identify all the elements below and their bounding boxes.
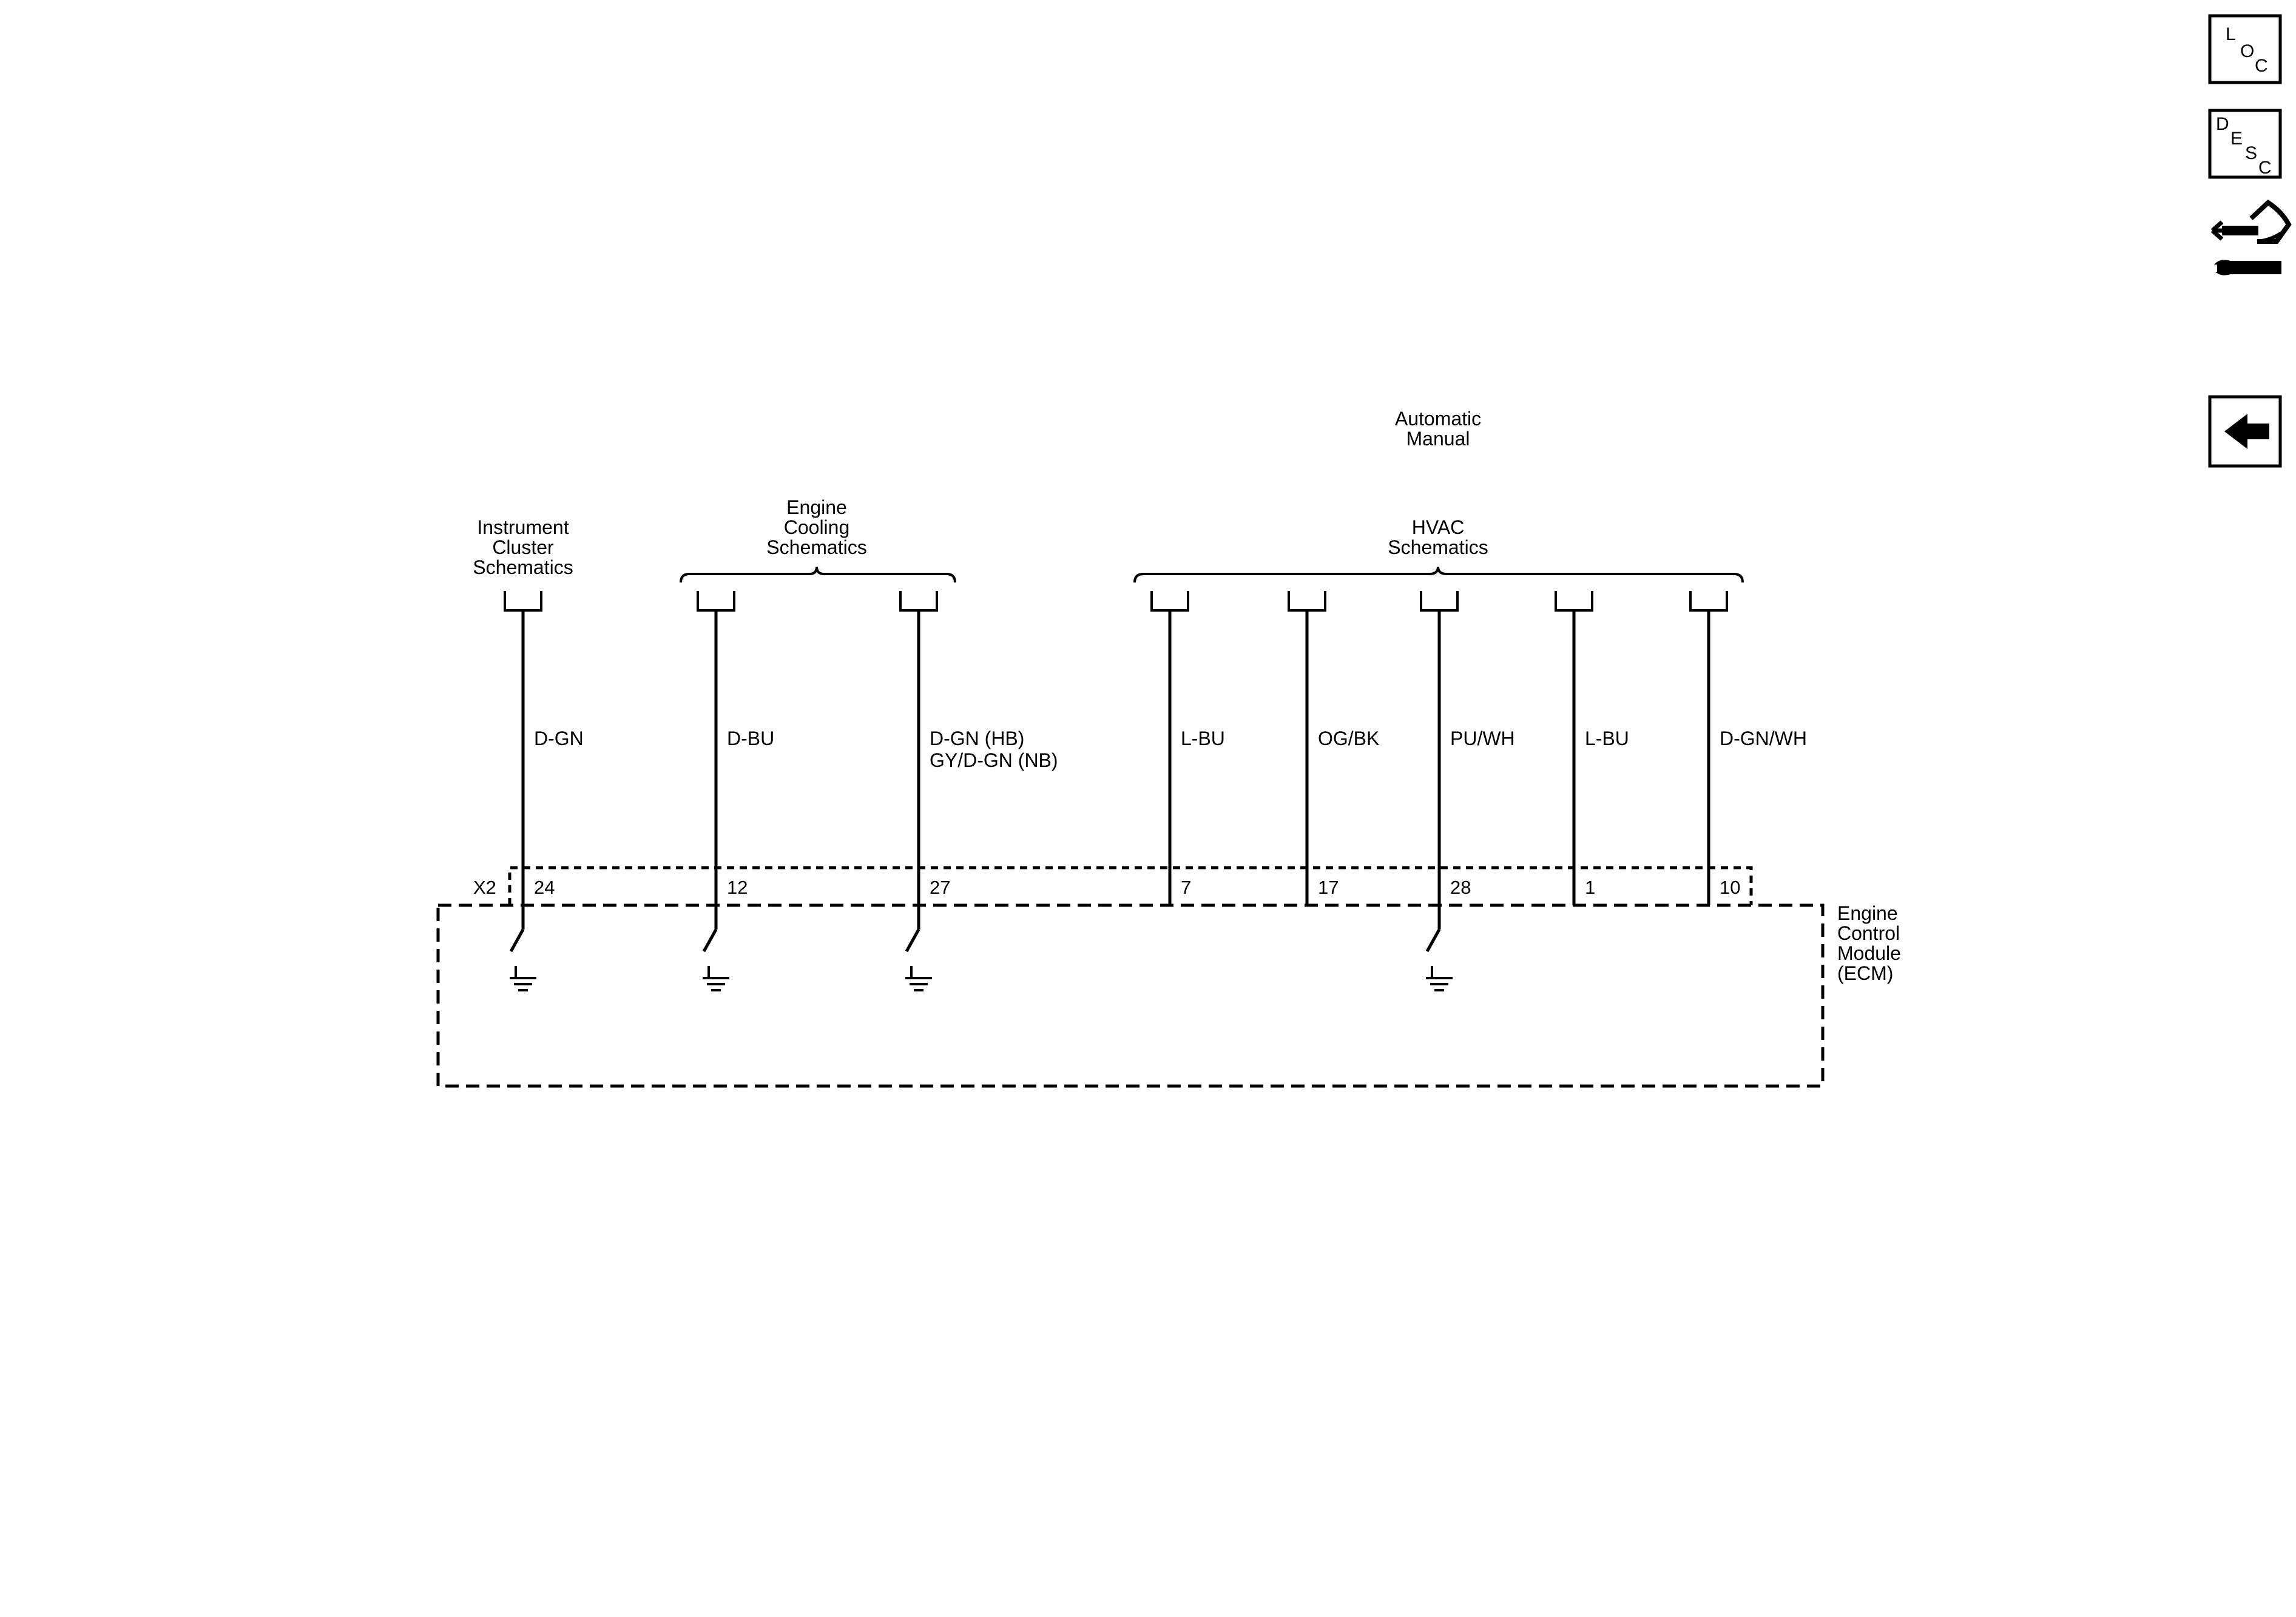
ground-icon <box>703 966 729 991</box>
description-button[interactable]: D E S C <box>2208 109 2282 179</box>
wire-color-label: OG/BK <box>1318 727 1379 749</box>
pin-number: 17 <box>1318 877 1339 898</box>
hvac-label: HVAC Schematics <box>1388 516 1488 558</box>
engine-cooling-label: Engine Cooling Schematics <box>766 496 866 558</box>
ground-icon <box>510 966 536 991</box>
svg-text:Engine: Engine <box>786 496 847 518</box>
svg-text:S: S <box>2245 143 2257 163</box>
svg-text:Automatic: Automatic <box>1395 408 1481 430</box>
svg-text:HVAC: HVAC <box>1412 516 1465 538</box>
ground-icon <box>1426 966 1453 991</box>
ecm-module-outline <box>436 903 1825 1088</box>
switch-icon <box>702 928 718 953</box>
pin-number: 7 <box>1181 877 1191 898</box>
terminal-icon <box>1288 591 1326 612</box>
svg-text:Schematics: Schematics <box>473 556 573 578</box>
ground-icon <box>905 966 932 991</box>
wire-color-label: D-GN/WH <box>1720 727 1807 749</box>
pin-number: 12 <box>727 877 748 898</box>
svg-text:Engine: Engine <box>1837 902 1898 924</box>
instrument-cluster-label: Instrument Cluster Schematics <box>473 516 573 578</box>
svg-text:D: D <box>2216 114 2229 134</box>
wire-color-label: L-BU <box>1585 727 1629 749</box>
wire-color-label: D-GN <box>534 727 584 749</box>
pin-number: 28 <box>1450 877 1471 898</box>
wire-color-label: L-BU <box>1181 727 1225 749</box>
circuit-12: D-BU 12 <box>697 591 774 991</box>
circuit-24: D-GN 24 <box>504 591 584 991</box>
terminal-icon <box>1689 591 1728 612</box>
svg-text:C: C <box>2258 158 2272 178</box>
svg-text:Control: Control <box>1837 922 1900 944</box>
switch-icon <box>509 928 525 953</box>
terminal-icon <box>1420 591 1459 612</box>
pin-number: 1 <box>1585 877 1595 898</box>
circuit-28: PU/WH 28 <box>1420 591 1515 991</box>
hvac-options-label: Automatic Manual <box>1395 408 1481 450</box>
switch-icon <box>905 928 920 953</box>
terminal-icon <box>899 591 938 612</box>
pin-number: 27 <box>930 877 950 898</box>
back-arrow-icon[interactable] <box>2208 395 2282 468</box>
svg-text:C: C <box>2255 56 2268 76</box>
svg-text:Schematics: Schematics <box>766 536 866 558</box>
switch-icon <box>1425 928 1441 953</box>
svg-text:Manual: Manual <box>1406 428 1470 450</box>
wire-color-label: D-BU <box>727 727 774 749</box>
ecm-module-label: Engine Control Module (ECM) <box>1837 902 1901 984</box>
hvac-brace <box>1133 566 1744 583</box>
connector-x2-label: X2 <box>473 877 496 898</box>
location-button[interactable]: L O C <box>2208 14 2282 84</box>
circuit-17: OG/BK 17 <box>1288 591 1379 905</box>
wire-color-label: GY/D-GN (NB) <box>930 749 1058 771</box>
circuit-27: D-GN (HB)GY/D-GN (NB) 27 <box>899 591 1058 991</box>
wire-color-label: PU/WH <box>1450 727 1515 749</box>
connector-x2-outline <box>508 866 1753 905</box>
circuit-10: D-GN/WH 10 <box>1689 591 1807 905</box>
terminal-icon <box>1555 591 1593 612</box>
connector-repair-icon[interactable] <box>2209 199 2292 275</box>
svg-text:L: L <box>2226 24 2236 44</box>
pin-number: 10 <box>1720 877 1740 898</box>
pin-number: 24 <box>534 877 555 898</box>
svg-text:O: O <box>2240 41 2254 61</box>
circuits: D-GN 24 D-BU 12 D-GN (HB)GY/D-GN (NB) 27 L-BU 7… <box>504 591 1807 991</box>
svg-text:Cluster: Cluster <box>492 536 554 558</box>
circuit-1: L-BU 1 <box>1555 591 1629 905</box>
svg-text:Cooling: Cooling <box>784 516 850 538</box>
engine-cooling-brace <box>680 566 956 583</box>
svg-text:Schematics: Schematics <box>1388 536 1488 558</box>
wire-color-label: D-GN (HB) <box>930 727 1024 749</box>
terminal-icon <box>697 591 735 612</box>
circuit-7: L-BU 7 <box>1150 591 1225 905</box>
terminal-icon <box>1150 591 1189 612</box>
svg-text:(ECM): (ECM) <box>1837 962 1893 984</box>
svg-text:Instrument: Instrument <box>477 516 569 538</box>
svg-text:Module: Module <box>1837 942 1901 964</box>
svg-text:E: E <box>2230 129 2243 149</box>
terminal-icon <box>504 591 542 612</box>
